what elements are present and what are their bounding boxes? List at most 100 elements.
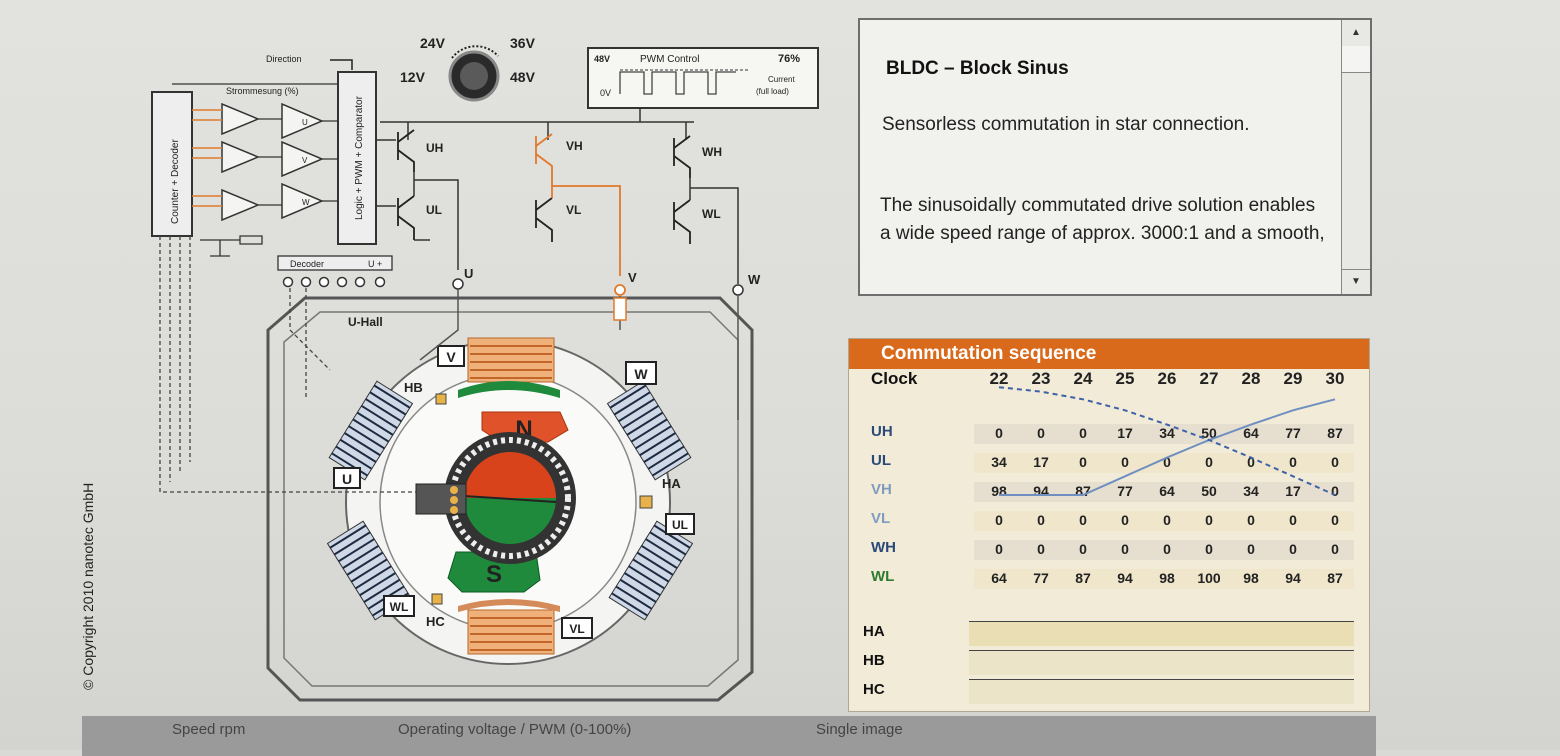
decoder-label: Decoder	[290, 259, 324, 269]
transistor-vh	[535, 133, 553, 176]
waveform-line	[999, 398, 1336, 496]
direction-label: Direction	[266, 54, 302, 64]
row-value: 94	[1285, 570, 1301, 586]
row-value: 34	[1159, 425, 1175, 441]
clock-value: 26	[1157, 369, 1177, 388]
coil-label-u: U	[342, 471, 352, 487]
logic-pwm-box	[337, 71, 377, 245]
row-value: 0	[1079, 541, 1087, 557]
row-value: 0	[1289, 512, 1297, 528]
row-value: 87	[1327, 425, 1343, 441]
row-value: 17	[1285, 483, 1301, 499]
pwm-current-label: Current	[768, 75, 795, 84]
current-measure-label: Strommesung (%)	[226, 86, 299, 96]
transistor-uh	[397, 129, 415, 172]
row-band	[974, 569, 1354, 589]
row-label: UH	[871, 423, 893, 440]
label-ul: UL	[426, 203, 442, 217]
description-panel: BLDC – Block Sinus Sensorless commutatio…	[858, 18, 1372, 296]
row-value: 0	[1247, 512, 1255, 528]
scroll-thumb[interactable]	[1342, 46, 1370, 73]
row-value: 0	[1037, 541, 1045, 557]
clock-label: Clock	[871, 369, 918, 388]
control-bar	[82, 716, 1376, 756]
hall-row-band	[969, 679, 1354, 704]
row-value: 100	[1197, 570, 1221, 586]
clock-value: 30	[1325, 369, 1345, 388]
row-value: 0	[1331, 483, 1339, 499]
pwm-0v: 0V	[600, 88, 611, 98]
opamp-label-u: U	[302, 118, 308, 127]
row-value: 64	[991, 570, 1007, 586]
decoder-box	[277, 255, 393, 271]
row-band	[974, 540, 1354, 560]
phase-u-label: U	[464, 266, 473, 281]
phase-v-label: V	[628, 270, 637, 285]
row-value: 17	[1033, 454, 1049, 470]
pwm-title: PWM Control	[640, 54, 699, 65]
pwm-percent: 76%	[778, 53, 800, 65]
row-value: 0	[1205, 541, 1213, 557]
phase-w-label: W	[748, 272, 761, 287]
opamp-label-w: W	[302, 198, 310, 207]
row-label: VL	[871, 510, 891, 527]
pwm-full-load: (full load)	[756, 87, 789, 96]
row-value: 0	[1331, 541, 1339, 557]
row-value: 0	[1079, 425, 1087, 441]
description-paragraph-1: Sensorless commutation in star connectio…	[882, 114, 1250, 135]
transistor-wh	[673, 135, 691, 178]
row-value: 17	[1117, 425, 1133, 441]
bldc-circuit-diagram: N S V W U UL WL VL HB HA H	[151, 35, 819, 702]
transistor-ul	[397, 195, 415, 240]
voltage-24v: 24V	[420, 35, 446, 51]
row-value: 64	[1243, 425, 1259, 441]
single-image-label: Single image	[816, 721, 903, 738]
row-value: 87	[1075, 570, 1091, 586]
label-wl: WL	[702, 207, 721, 221]
scroll-up-icon[interactable]: ▲	[1342, 20, 1370, 47]
rotor-north-half	[464, 452, 556, 498]
row-value: 50	[1201, 483, 1217, 499]
label-vh: VH	[566, 139, 583, 153]
logic-label: Logic + PWM + Comparator	[354, 95, 365, 220]
hall-pins	[282, 276, 386, 288]
u-hall-label: U-Hall	[348, 315, 383, 329]
clock-value: 24	[1073, 369, 1093, 388]
row-label: WH	[871, 539, 896, 556]
hall-label-ha: HA	[662, 476, 681, 491]
row-value: 77	[1117, 483, 1133, 499]
voltage-12v: 12V	[400, 69, 426, 85]
row-value: 94	[1033, 483, 1049, 499]
row-value: 0	[1247, 454, 1255, 470]
coil-bottom	[458, 599, 560, 655]
coil-label-boxes: V W U UL WL VL	[333, 345, 695, 639]
row-value: 50	[1201, 425, 1217, 441]
row-band	[974, 511, 1354, 531]
row-value: 0	[1037, 425, 1045, 441]
clock-value: 23	[1031, 369, 1051, 388]
coil-label-v: V	[446, 349, 456, 365]
clock-value: 29	[1283, 369, 1303, 388]
hall-row-label: HB	[863, 652, 885, 669]
description-scrollbar[interactable]: ▲ ▼	[1341, 20, 1370, 294]
description-paragraph-2: The sinusoidally commutated drive soluti…	[880, 195, 1325, 244]
row-value: 0	[995, 512, 1003, 528]
row-value: 0	[1163, 541, 1171, 557]
opamps	[221, 102, 324, 222]
row-value: 98	[1159, 570, 1175, 586]
label-uh: UH	[426, 141, 443, 155]
row-value: 0	[1247, 541, 1255, 557]
transistor-vl	[535, 197, 553, 242]
row-value: 77	[1285, 425, 1301, 441]
pwm-control-box	[587, 47, 819, 109]
row-value: 0	[1163, 512, 1171, 528]
clock-value: 27	[1199, 369, 1219, 388]
row-value: 0	[1121, 454, 1129, 470]
coil-label-vl: VL	[569, 622, 584, 636]
copyright-text: © Copyright 2010 nanotec GmbH	[80, 482, 96, 690]
row-value: 0	[1163, 454, 1171, 470]
row-value: 34	[1243, 483, 1259, 499]
rotor-south-half	[464, 498, 556, 544]
row-value: 0	[1079, 454, 1087, 470]
scroll-down-icon[interactable]: ▼	[1342, 269, 1370, 294]
